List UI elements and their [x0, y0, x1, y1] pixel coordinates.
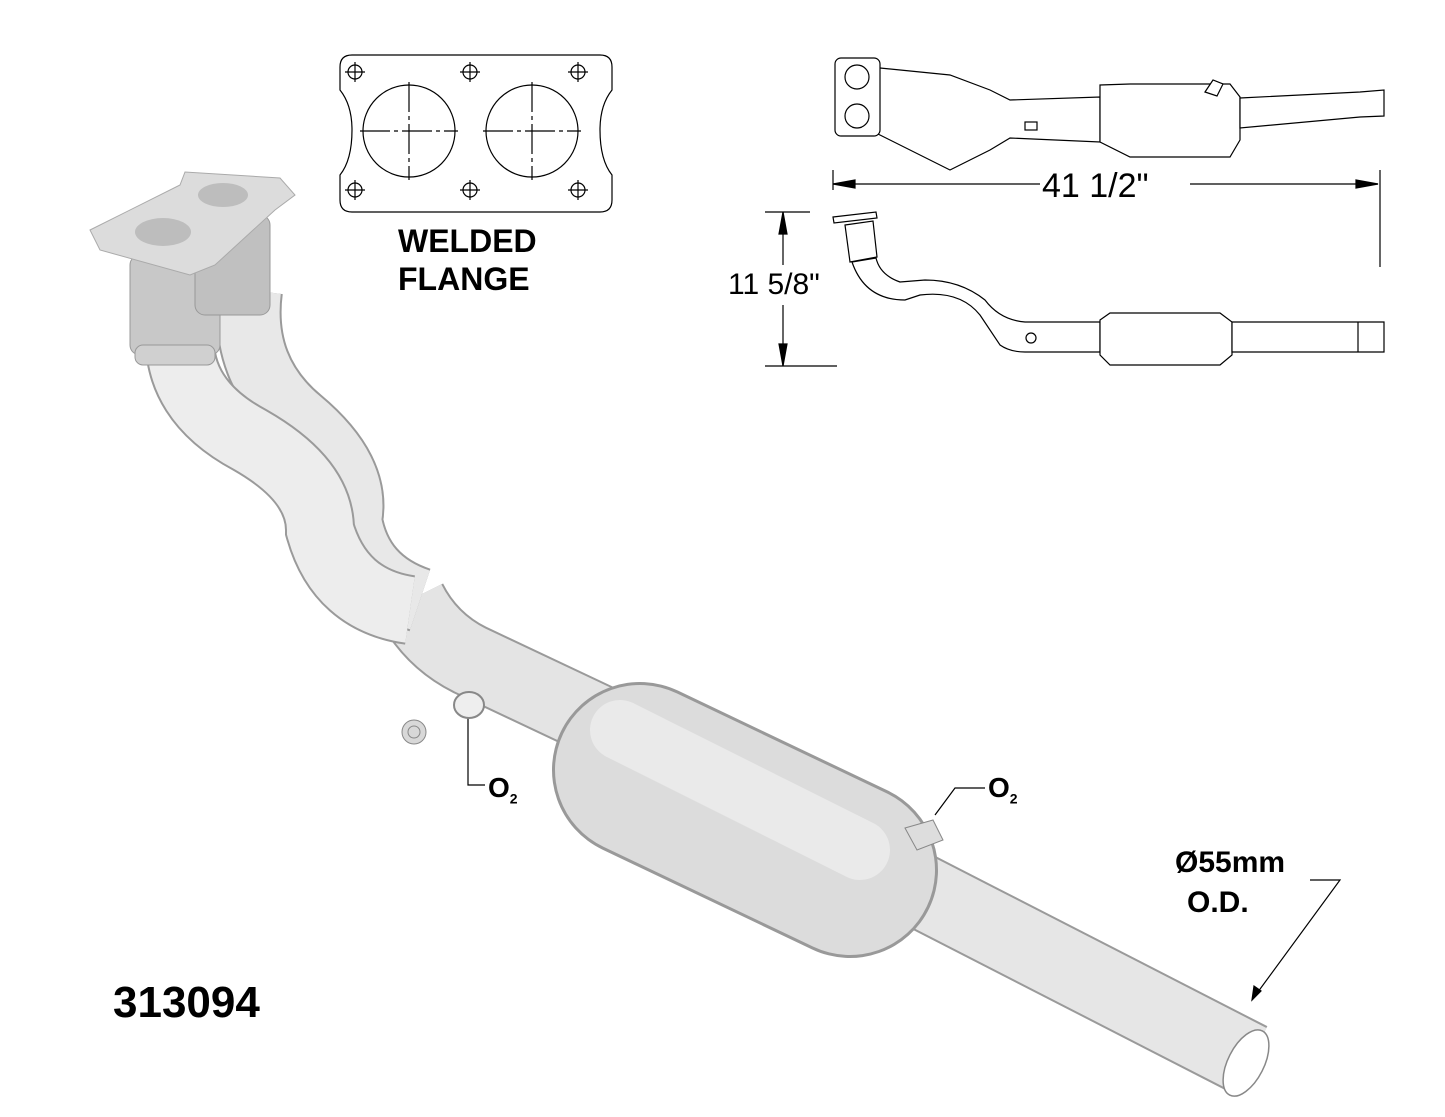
flange-label-line1: WELDED	[398, 223, 537, 259]
part-number: 313094	[113, 978, 260, 1027]
sensor-plug	[401, 719, 427, 745]
outlet-diameter: Ø55mm	[1175, 846, 1286, 879]
top-view-drawing	[834, 57, 1385, 171]
length-dimension: 41 1/2"	[1042, 167, 1149, 205]
side-view-drawing	[832, 211, 1385, 366]
o2-sensor-label-2: O2	[988, 772, 1018, 807]
flange-label-line2: FLANGE	[398, 261, 530, 297]
o2-sensor-label-1: O2	[488, 772, 518, 807]
dimension-lines	[467, 170, 1381, 1002]
flange-3d	[89, 171, 296, 366]
flange-label: WELDED FLANGE	[398, 222, 537, 298]
height-dimension: 11 5/8"	[728, 268, 820, 301]
outlet-diameter-label: Ø55mm O.D.	[1175, 843, 1285, 923]
flange-drawing	[339, 54, 613, 213]
main-pipe-3d	[144, 285, 1270, 1097]
outlet-od: O.D.	[1187, 886, 1249, 919]
